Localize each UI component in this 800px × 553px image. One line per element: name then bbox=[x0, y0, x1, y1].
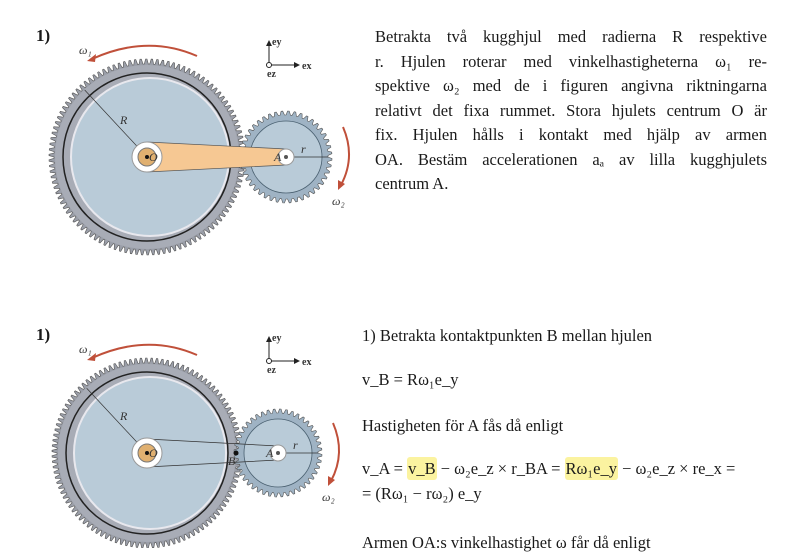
gear-diagram-problem: ω₁ RrO Aω₂ ey ex ez bbox=[48, 37, 350, 256]
equation-part: v_A = bbox=[362, 459, 408, 478]
R-label: R bbox=[119, 113, 128, 127]
gear-diagram-solution: ω₁ RrB O Aω₂ ey ex ez bbox=[51, 333, 340, 548]
ez-label: ez bbox=[267, 69, 276, 80]
A-label: A bbox=[273, 150, 282, 164]
solution-step2: Hastigheten för A fås då enligt bbox=[362, 416, 564, 435]
arrowhead-icon bbox=[338, 180, 345, 190]
problem-line: relativt det fixa rummet. Stora hjulets … bbox=[375, 100, 767, 120]
r-label: r bbox=[301, 142, 306, 156]
ez-label: ez bbox=[267, 365, 276, 376]
problem-line: fix. Hjulen hålls i kontakt med hjälp av… bbox=[375, 125, 767, 144]
equation-part: − ω₂e_z × r_BA = bbox=[436, 459, 565, 478]
omega1-label: ω₁ bbox=[79, 43, 92, 57]
ey-label: ey bbox=[272, 333, 281, 344]
problem-line: spektive ω₂ med de i figuren angivna rik… bbox=[375, 76, 767, 95]
arrowhead-icon bbox=[87, 54, 96, 62]
problem-text: Betrakta två kugghjul med radierna R res… bbox=[375, 26, 767, 198]
omega1-arrow bbox=[91, 343, 198, 359]
solution-step3: Armen OA:s vinkelhastighet ω får då enli… bbox=[362, 533, 651, 552]
big-gear-ring bbox=[65, 371, 229, 535]
ex-label: ex bbox=[302, 357, 311, 368]
ez-axis bbox=[266, 358, 272, 364]
arm-OA bbox=[146, 438, 279, 468]
problem-line: OA. Bestäm accelerationen aₐ av lilla ku… bbox=[375, 149, 767, 169]
omega2-arrow bbox=[330, 422, 340, 482]
omega2-label: ω₂ bbox=[322, 490, 335, 504]
problem-line: centrum A. bbox=[375, 174, 449, 193]
R-label: R bbox=[119, 409, 128, 423]
axis-arrowheads bbox=[266, 40, 300, 68]
velocity-a-equation: v_A = v_B − ω₂e_z × r_BA = Rω₁e_y − ω₂e_… bbox=[362, 457, 736, 480]
ex-label: ex bbox=[302, 61, 311, 72]
r-label: r bbox=[293, 438, 298, 452]
highlighted-term: v_B bbox=[407, 457, 437, 480]
solution-number: 1) bbox=[36, 325, 51, 344]
ey-label: ey bbox=[272, 37, 281, 48]
velocity-a-result: = (Rω₁ − rω₂) e_y bbox=[362, 484, 482, 503]
problem-line: Betrakta två kugghjul med radierna R res… bbox=[375, 27, 767, 46]
B-label: B bbox=[228, 454, 236, 468]
solution-step1: 1) Betrakta kontaktpunkten B mellan hjul… bbox=[362, 326, 653, 345]
velocity-b-equation: v_B = Rω₁e_y bbox=[362, 370, 459, 389]
omega2-arrow bbox=[340, 126, 350, 186]
axis-arrowheads bbox=[266, 336, 300, 364]
point-A bbox=[276, 451, 280, 455]
arrowhead-icon bbox=[328, 476, 335, 486]
arrowhead-icon bbox=[87, 353, 96, 361]
point-O bbox=[145, 451, 149, 455]
omega1-label: ω₁ bbox=[79, 342, 92, 356]
problem-number: 1) bbox=[36, 26, 51, 45]
omega1-arrow bbox=[91, 44, 198, 60]
omega2-label: ω₂ bbox=[332, 194, 345, 208]
equation-part: − ω₂e_z × re_x = bbox=[617, 459, 736, 478]
ez-axis bbox=[266, 62, 272, 68]
O-label: O bbox=[149, 150, 158, 164]
highlighted-term: Rω₁e_y bbox=[564, 457, 618, 480]
problem-line: r. Hjulen roterar med vinkelhastighetern… bbox=[375, 51, 767, 71]
A-label: A bbox=[265, 446, 274, 460]
contact-point-B bbox=[233, 450, 239, 456]
point-A bbox=[284, 155, 288, 159]
point-O bbox=[145, 155, 149, 159]
O-label: O bbox=[149, 446, 158, 460]
